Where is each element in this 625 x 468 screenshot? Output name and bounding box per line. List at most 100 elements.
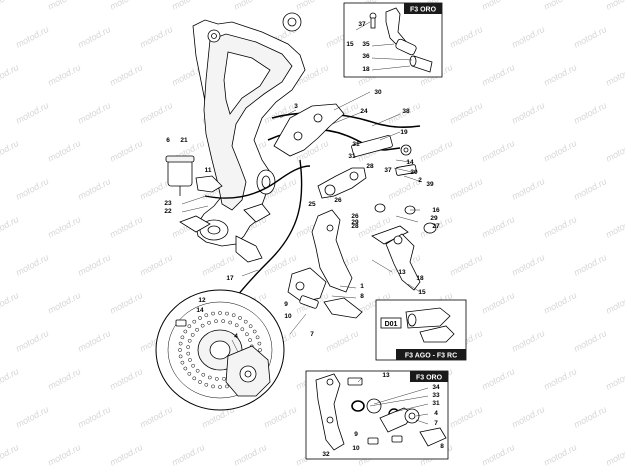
watermark-text: motod.ru — [448, 404, 484, 430]
footpeg-bracket — [287, 209, 363, 319]
callout-number: 23 — [164, 200, 172, 207]
watermark-text: motod.ru — [0, 214, 20, 240]
watermark-text: motod.ru — [170, 442, 206, 468]
callout-number: 15 — [418, 289, 426, 296]
watermark-text: motod.ru — [572, 100, 608, 126]
disc-hole — [178, 348, 182, 352]
disc-hole — [207, 375, 212, 380]
watermark-text: motod.ru — [46, 0, 82, 12]
watermark-text: motod.ru — [76, 176, 112, 202]
watermark-text: motod.ru — [46, 138, 82, 164]
watermark-text: motod.ru — [542, 366, 578, 392]
callout-number: 28 — [366, 163, 374, 170]
callout-number: 37 — [384, 167, 392, 174]
disc-hole — [187, 324, 192, 329]
disc-hole — [180, 360, 185, 365]
watermark-text: motod.ru — [76, 404, 112, 430]
watermark-text: motod.ru — [510, 100, 546, 126]
callout-number: 25 — [308, 201, 316, 208]
disc-hole — [198, 316, 202, 320]
callout-number: 38 — [402, 108, 410, 115]
watermark-text: motod.ru — [46, 62, 82, 88]
disc-hole — [201, 372, 206, 377]
disc-hole — [221, 319, 226, 323]
watermark-text: motod.ru — [480, 290, 516, 316]
disc-hole — [190, 333, 195, 337]
disc-hole — [191, 363, 195, 368]
watermark-text: motod.ru — [510, 328, 546, 354]
watermark-text: motod.ru — [108, 62, 144, 88]
callout-number: 6 — [166, 137, 170, 144]
callout-number: 31 — [432, 400, 440, 407]
watermark-text: motod.ru — [138, 252, 174, 278]
brake-fluid-reservoir — [165, 155, 223, 196]
callout-number: 22 — [164, 208, 172, 215]
disc-hole — [234, 323, 239, 328]
watermark-text: motod.ru — [542, 442, 578, 468]
leader-lines — [181, 91, 423, 353]
brake-lever-link — [371, 225, 421, 291]
watermark-text: motod.ru — [572, 24, 608, 50]
callout-number: 26 — [351, 213, 359, 220]
disc-hole — [252, 329, 257, 334]
watermark-text: motod.ru — [76, 252, 112, 278]
callout-number: 19 — [400, 129, 408, 136]
watermark-text: motod.ru — [14, 328, 50, 354]
callout-number: 7 — [310, 331, 314, 338]
disc-hole — [240, 327, 245, 332]
watermark-text: motod.ru — [604, 442, 625, 468]
callout-number: 9 — [354, 431, 358, 438]
callout-number: 11 — [205, 167, 212, 174]
watermark-text: motod.ru — [604, 290, 625, 316]
callout-number: 27 — [432, 223, 440, 230]
watermark-text: motod.ru — [324, 328, 360, 354]
disc-hole — [195, 327, 199, 332]
watermark-text: motod.ru — [14, 24, 50, 50]
disc-hole — [204, 313, 209, 318]
watermark-text: motod.ru — [108, 442, 144, 468]
callout-number: 10 — [284, 313, 292, 320]
callout-number: 37 — [358, 21, 366, 28]
watermark-text: motod.ru — [200, 252, 236, 278]
watermark-text: motod.ru — [108, 0, 144, 12]
watermark-text: motod.ru — [572, 252, 608, 278]
watermark-text: motod.ru — [138, 24, 174, 50]
watermark-text: motod.ru — [108, 290, 144, 316]
disc-hole — [183, 329, 188, 334]
callout-number: 15 — [346, 41, 354, 48]
watermark-text: motod.ru — [14, 252, 50, 278]
disc-hole — [255, 335, 260, 340]
disc-hole — [248, 338, 252, 342]
disc-hole — [218, 311, 222, 315]
disc-hole — [238, 316, 242, 320]
callout-number: 4 — [234, 333, 238, 340]
watermark-text: motod.ru — [294, 0, 330, 12]
watermark-text: motod.ru — [0, 290, 20, 316]
disc-hole — [214, 319, 218, 324]
watermark-text: motod.ru — [572, 404, 608, 430]
frame-plate — [179, 12, 306, 263]
watermark-text: motod.ru — [604, 0, 625, 12]
watermark-text: motod.ru — [448, 100, 484, 126]
callout-number: 29 — [430, 215, 438, 222]
disc-hole — [211, 384, 215, 389]
watermark-text: motod.ru — [480, 138, 516, 164]
disc-hole — [218, 385, 222, 389]
watermark-text: motod.ru — [480, 0, 516, 12]
callout-number: 35 — [362, 41, 370, 48]
callout-number: 18 — [362, 66, 370, 73]
disc-hole — [204, 382, 209, 387]
watermark-text: motod.ru — [480, 214, 516, 240]
watermark-text: motod.ru — [108, 366, 144, 392]
watermark-text: motod.ru — [108, 138, 144, 164]
callout-number: 14 — [406, 159, 414, 166]
watermark-text: motod.ru — [46, 366, 82, 392]
callout-number: 36 — [362, 53, 370, 60]
callout-number: 12 — [198, 297, 206, 304]
callout-number: 13 — [398, 269, 406, 276]
disc-hole — [180, 335, 185, 340]
watermark-text: motod.ru — [604, 366, 625, 392]
disc-hole — [225, 311, 229, 316]
